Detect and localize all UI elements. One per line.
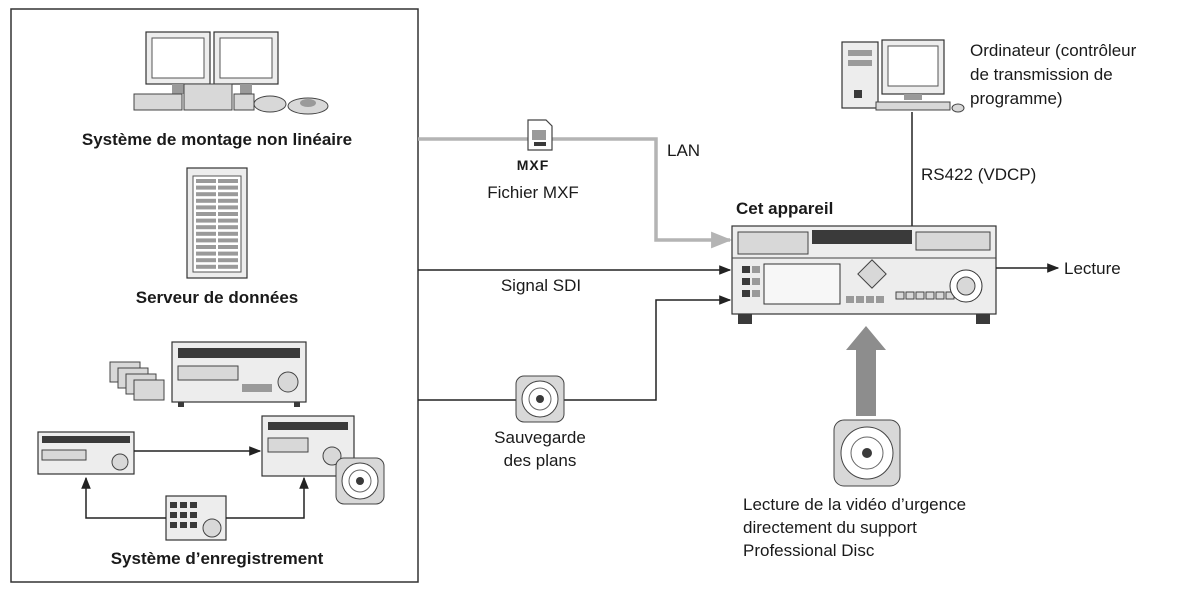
detail-block [170, 502, 177, 508]
detail-block [196, 231, 216, 236]
detail-block [196, 238, 216, 243]
detail-block [196, 251, 216, 256]
detail-block [180, 512, 187, 518]
detail-block [218, 264, 238, 269]
detail-block [752, 266, 760, 273]
detail-block [196, 245, 216, 249]
mxf-logo: MXF [517, 157, 550, 173]
mxf-file-icon [527, 119, 553, 151]
computer-icon [841, 39, 965, 113]
detail-block [196, 212, 216, 216]
detail-block [196, 218, 216, 223]
edit-controller-icon [165, 495, 227, 541]
detail-block [180, 502, 187, 508]
deck-buttons [742, 266, 955, 303]
detail-block [218, 231, 238, 236]
detail-block [218, 238, 238, 243]
detail-block [196, 205, 216, 210]
detail-block [218, 179, 238, 183]
detail-block [752, 278, 760, 285]
detail-block [925, 291, 935, 300]
detail-block [190, 512, 197, 518]
detail-block [876, 296, 884, 303]
detail-block [218, 185, 238, 190]
backup-connection [418, 295, 732, 401]
detail-block [915, 291, 925, 300]
detail-block [190, 522, 197, 528]
detail-block [180, 522, 187, 528]
backup-label-line1: Sauvegarde [494, 428, 586, 447]
emergency-label-line3: Professional Disc [743, 541, 875, 560]
player-deck-icon [37, 431, 135, 475]
detail-block [218, 205, 238, 210]
detail-block [218, 245, 238, 249]
emergency-disc-icon [833, 419, 901, 487]
this-unit-deck [731, 225, 997, 324]
rs422-label: RS422 (VDCP) [921, 165, 1036, 184]
controller-keys [170, 502, 197, 528]
nle-workstation-icon [133, 31, 329, 115]
detail-block [218, 192, 238, 197]
computer-label-line2: de transmission de [970, 65, 1113, 84]
lan-label: LAN [667, 141, 700, 160]
detail-block [196, 264, 216, 269]
detail-block [866, 296, 874, 303]
detail-block [196, 179, 216, 183]
professional-disc-icon [335, 457, 385, 505]
detail-block [170, 522, 177, 528]
recording-system-label: Système d’enregistrement [111, 549, 324, 568]
detail-block [742, 290, 750, 297]
sdi-label: Signal SDI [501, 276, 581, 295]
detail-block [196, 258, 216, 263]
detail-block [752, 290, 760, 297]
computer-label-line1: Ordinateur (contrôleur [970, 41, 1137, 60]
detail-block [170, 512, 177, 518]
computer-label-line3: programme) [970, 89, 1063, 108]
detail-block [742, 266, 750, 273]
detail-block [895, 291, 905, 300]
detail-block [196, 192, 216, 197]
detail-block [196, 198, 216, 203]
data-server-label: Serveur de données [136, 288, 299, 307]
recorder-deck-icon [261, 415, 355, 477]
detail-block [190, 502, 197, 508]
data-server-icon [186, 167, 248, 279]
detail-block [218, 212, 238, 216]
this-unit-label: Cet appareil [736, 199, 833, 218]
playback-label: Lecture [1064, 259, 1121, 278]
detail-block [218, 198, 238, 203]
emergency-label-line2: directement du support [743, 518, 917, 537]
emergency-label-line1: Lecture de la vidéo d’urgence [743, 495, 966, 514]
detail-block [218, 251, 238, 256]
detail-block [218, 225, 238, 230]
tape-cassettes-icon [109, 361, 165, 401]
detail-block [905, 291, 915, 300]
detail-block [218, 258, 238, 263]
controller-to-player-link [81, 476, 166, 519]
backup-disc-icon [515, 375, 565, 423]
detail-block [196, 185, 216, 190]
detail-block [846, 296, 854, 303]
controller-to-recorder-link [226, 476, 309, 519]
vtr-deck-icon [171, 341, 307, 407]
nle-label: Système de montage non linéaire [82, 130, 352, 149]
emergency-playback-arrow [846, 326, 886, 416]
detail-block [742, 278, 750, 285]
backup-label-line2: des plans [504, 451, 577, 470]
detail-block [935, 291, 945, 300]
detail-block [196, 225, 216, 230]
server-drive-bays [196, 179, 238, 269]
mxf-file-label: Fichier MXF [487, 183, 579, 202]
detail-block [856, 296, 864, 303]
detail-block [218, 218, 238, 223]
